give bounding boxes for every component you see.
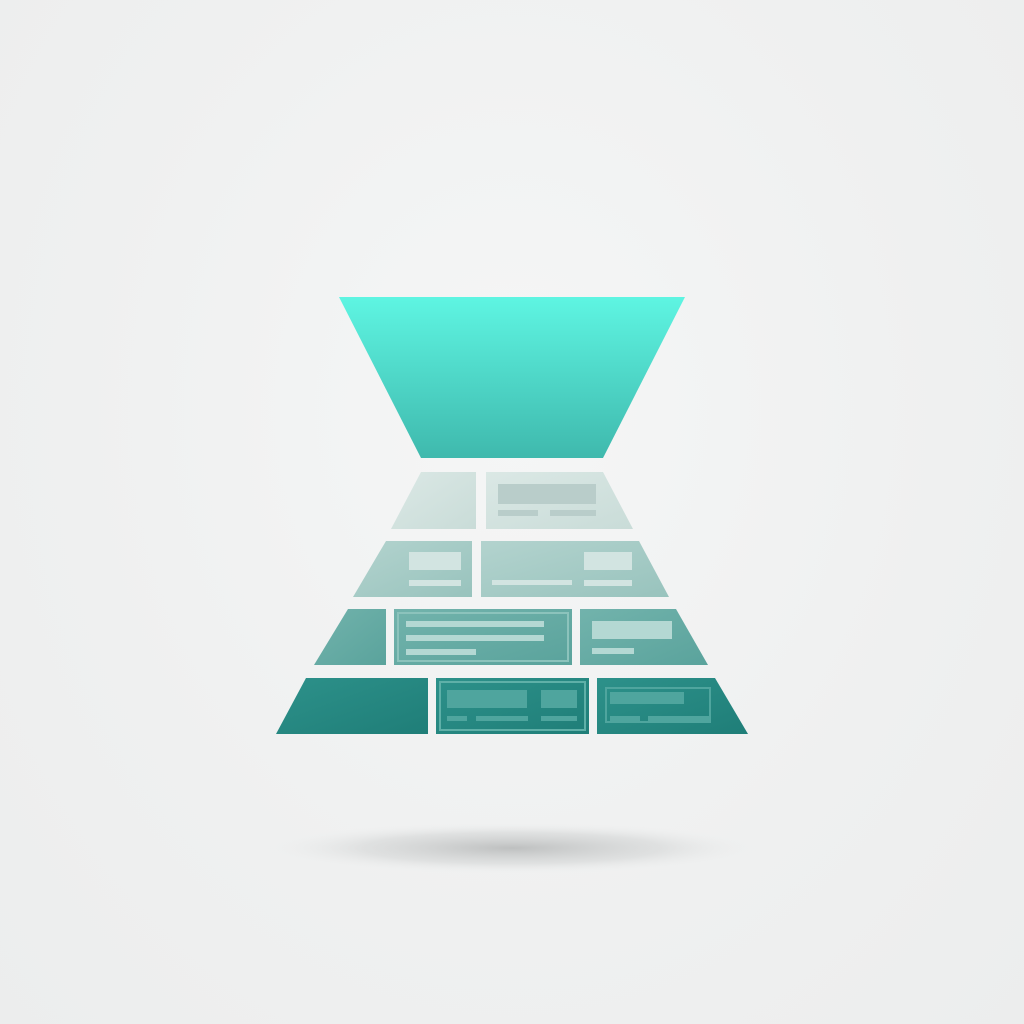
row-2-right-block [481, 541, 669, 597]
row-4-line [447, 716, 467, 721]
row-3-line [406, 635, 544, 641]
row-4-line [476, 716, 528, 721]
row-3-line [406, 621, 544, 627]
row-2-line [409, 552, 461, 570]
row-3-line [592, 648, 634, 654]
row-4-line [541, 716, 577, 721]
funnel-top-shape [339, 297, 685, 458]
row-4-right-block [597, 678, 748, 734]
row-1-left-block [391, 472, 476, 529]
row-2-line [584, 580, 632, 586]
row-2-line [584, 552, 632, 570]
row-1-line [550, 510, 596, 516]
row-1-line [498, 510, 538, 516]
row-4-inner-frame [439, 681, 586, 731]
pyramid-row-1 [391, 472, 633, 529]
row-4-line [610, 692, 684, 704]
row-1-line [498, 484, 596, 504]
row-4-left-block [276, 678, 428, 734]
floor-shadow [262, 822, 762, 874]
row-3-line [592, 621, 672, 639]
row-4-line [447, 690, 527, 708]
row-2-line [409, 580, 461, 586]
row-2-line [492, 580, 572, 585]
pyramid-row-4 [276, 678, 748, 734]
row-3-inner-frame [397, 612, 569, 662]
pyramid-row-2 [353, 541, 669, 597]
row-4-line [605, 687, 711, 723]
row-3-left-block [314, 609, 386, 665]
row-4-line [541, 690, 577, 708]
pyramid-row-3 [314, 609, 708, 665]
row-3-line [406, 649, 476, 655]
row-4-line [648, 716, 710, 721]
row-4-line [610, 716, 640, 721]
